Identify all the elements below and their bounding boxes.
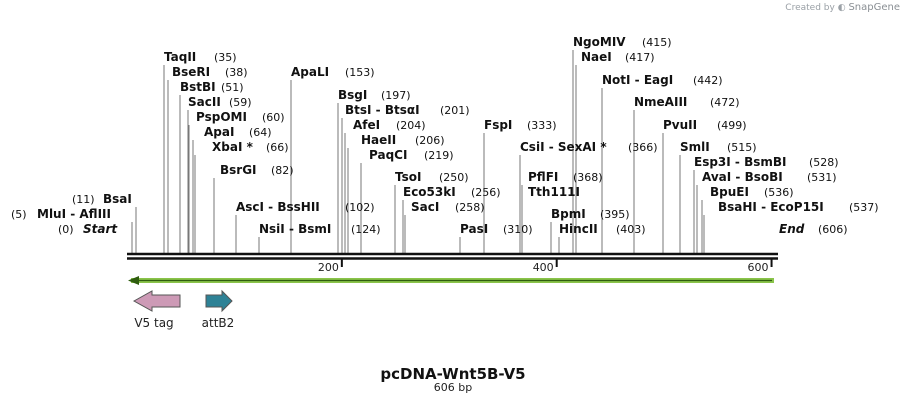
site-name-bsai: BsaI	[103, 192, 132, 206]
feature-label-v5-tag: V5 tag	[134, 316, 173, 330]
feature-attb2-arrow	[205, 289, 233, 313]
site-position-fspi: (333)	[527, 119, 557, 132]
site-name-afei: AfeI	[353, 118, 380, 132]
site-position-pflfi: (368)	[573, 171, 603, 184]
site-position-tsoi: (250)	[439, 171, 469, 184]
site-name-smli: SmlI	[680, 140, 710, 154]
site-position-end: (606)	[818, 223, 848, 236]
site-name-tth111i: Tth111I	[528, 185, 580, 199]
site-name-bpuei: BpuEI	[710, 185, 749, 199]
site-position-bstbi: (51)	[221, 81, 244, 94]
site-position-nmeaiii: (472)	[710, 96, 740, 109]
site-name-esp3i-bsmbi: Esp3I - BsmBI	[694, 155, 786, 169]
site-name-bseri: BseRI	[172, 65, 210, 79]
site-name-xbai: XbaI *	[212, 140, 254, 154]
site-position-taqii: (35)	[214, 51, 237, 64]
site-name-bpmi: BpmI	[551, 207, 586, 221]
site-name-bsrgi: BsrGI	[220, 163, 257, 177]
site-position-afei: (204)	[396, 119, 426, 132]
site-name-apai: ApaI	[204, 125, 234, 139]
site-position-apai: (64)	[249, 126, 272, 139]
site-position-smli: (515)	[727, 141, 757, 154]
site-position-xbai: (66)	[266, 141, 289, 154]
site-position-noti-eagi: (442)	[693, 74, 723, 87]
site-position-sacii: (59)	[229, 96, 252, 109]
site-position-nsii-bsmi: (124)	[351, 223, 381, 236]
snapgene-credit: Created by ◐ SnapGene	[785, 2, 900, 13]
site-position-asci-bsshii: (102)	[345, 201, 375, 214]
site-position-pvuii: (499)	[717, 119, 747, 132]
site-position-csii-sexai: (366)	[628, 141, 658, 154]
site-name-haeii: HaeII	[361, 133, 396, 147]
site-name-asci-bsshii: AscI - BssHII	[236, 200, 320, 214]
site-name-saci: SacI	[411, 200, 439, 214]
site-position-btsi-bts-i: (201)	[440, 104, 470, 117]
site-name-bsgi: BsgI	[338, 88, 367, 102]
site-position-bpuei: (536)	[764, 186, 794, 199]
site-name-sacii: SacII	[188, 95, 221, 109]
site-position-apali: (153)	[345, 66, 375, 79]
site-position-mlui-afliii: (5)	[11, 208, 27, 221]
site-name-nmeaiii: NmeAIII	[634, 95, 687, 109]
site-position-pasi: (310)	[503, 223, 533, 236]
scale-tick-label-600: 600	[748, 261, 769, 274]
snapgene-logo-icon: ◐	[837, 3, 846, 13]
site-name-csii-sexai: CsiI - SexAI *	[520, 140, 607, 154]
site-position-avai-bsobi: (531)	[807, 171, 837, 184]
site-position-haeii: (206)	[415, 134, 445, 147]
site-name-btsi-bts-i: BtsI - BtsαI	[345, 103, 420, 117]
site-name-bsahi-ecop15i: BsaHI - EcoP15I	[718, 200, 824, 214]
site-position-bsahi-ecop15i: (537)	[849, 201, 879, 214]
credit-brand: SnapGene	[848, 2, 900, 13]
site-position-ngomiv: (415)	[642, 36, 672, 49]
site-name-paqci: PaqCI	[369, 148, 407, 162]
site-name-mlui-afliii: MluI - AflIII	[37, 207, 111, 221]
site-position-bsai: (11)	[72, 193, 95, 206]
site-position-esp3i-bsmbi: (528)	[809, 156, 839, 169]
site-name-nsii-bsmi: NsiI - BsmI	[259, 222, 331, 236]
site-name-pasi: PasI	[460, 222, 488, 236]
site-name-pvuii: PvuII	[663, 118, 697, 132]
site-position-paqci: (219)	[424, 149, 454, 162]
site-name-ngomiv: NgoMIV	[573, 35, 626, 49]
plasmid-length: 606 bp	[433, 381, 473, 394]
site-name-avai-bsobi: AvaI - BsoBI	[702, 170, 783, 184]
site-position-pspomi: (60)	[262, 111, 285, 124]
site-name-pflfi: PflFI	[528, 170, 558, 184]
site-position-saci: (258)	[455, 201, 485, 214]
site-name-end: End	[779, 222, 805, 236]
site-position-start: (0)	[58, 223, 74, 236]
site-position-bpmi: (395)	[600, 208, 630, 221]
credit-prefix: Created by	[785, 3, 835, 13]
site-name-naei: NaeI	[581, 50, 612, 64]
site-position-bseri: (38)	[225, 66, 248, 79]
scale-tick-label-200: 200	[318, 261, 339, 274]
plasmid-name: pcDNA-Wnt5B-V5	[380, 365, 526, 383]
site-position-eco53ki: (256)	[471, 186, 501, 199]
site-name-start: Start	[83, 222, 118, 236]
site-name-bstbi: BstBI	[180, 80, 216, 94]
site-name-apali: ApaLI	[291, 65, 329, 79]
site-name-pspomi: PspOMI	[196, 110, 247, 124]
site-name-eco53ki: Eco53kI	[403, 185, 456, 199]
site-name-fspi: FspI	[484, 118, 512, 132]
feature-label-attb2: attB2	[202, 316, 235, 330]
scale-tick-label-400: 400	[533, 261, 554, 274]
site-position-hincii: (403)	[616, 223, 646, 236]
site-position-bsrgi: (82)	[271, 164, 294, 177]
orf-arrowhead	[128, 276, 139, 285]
feature-v5-tag-arrow	[132, 290, 181, 312]
site-position-bsgi: (197)	[381, 89, 411, 102]
site-name-noti-eagi: NotI - EagI	[602, 73, 673, 87]
site-name-hincii: HincII	[559, 222, 598, 236]
site-name-tsoi: TsoI	[395, 170, 421, 184]
site-name-taqii: TaqII	[164, 50, 196, 64]
site-position-naei: (417)	[625, 51, 655, 64]
